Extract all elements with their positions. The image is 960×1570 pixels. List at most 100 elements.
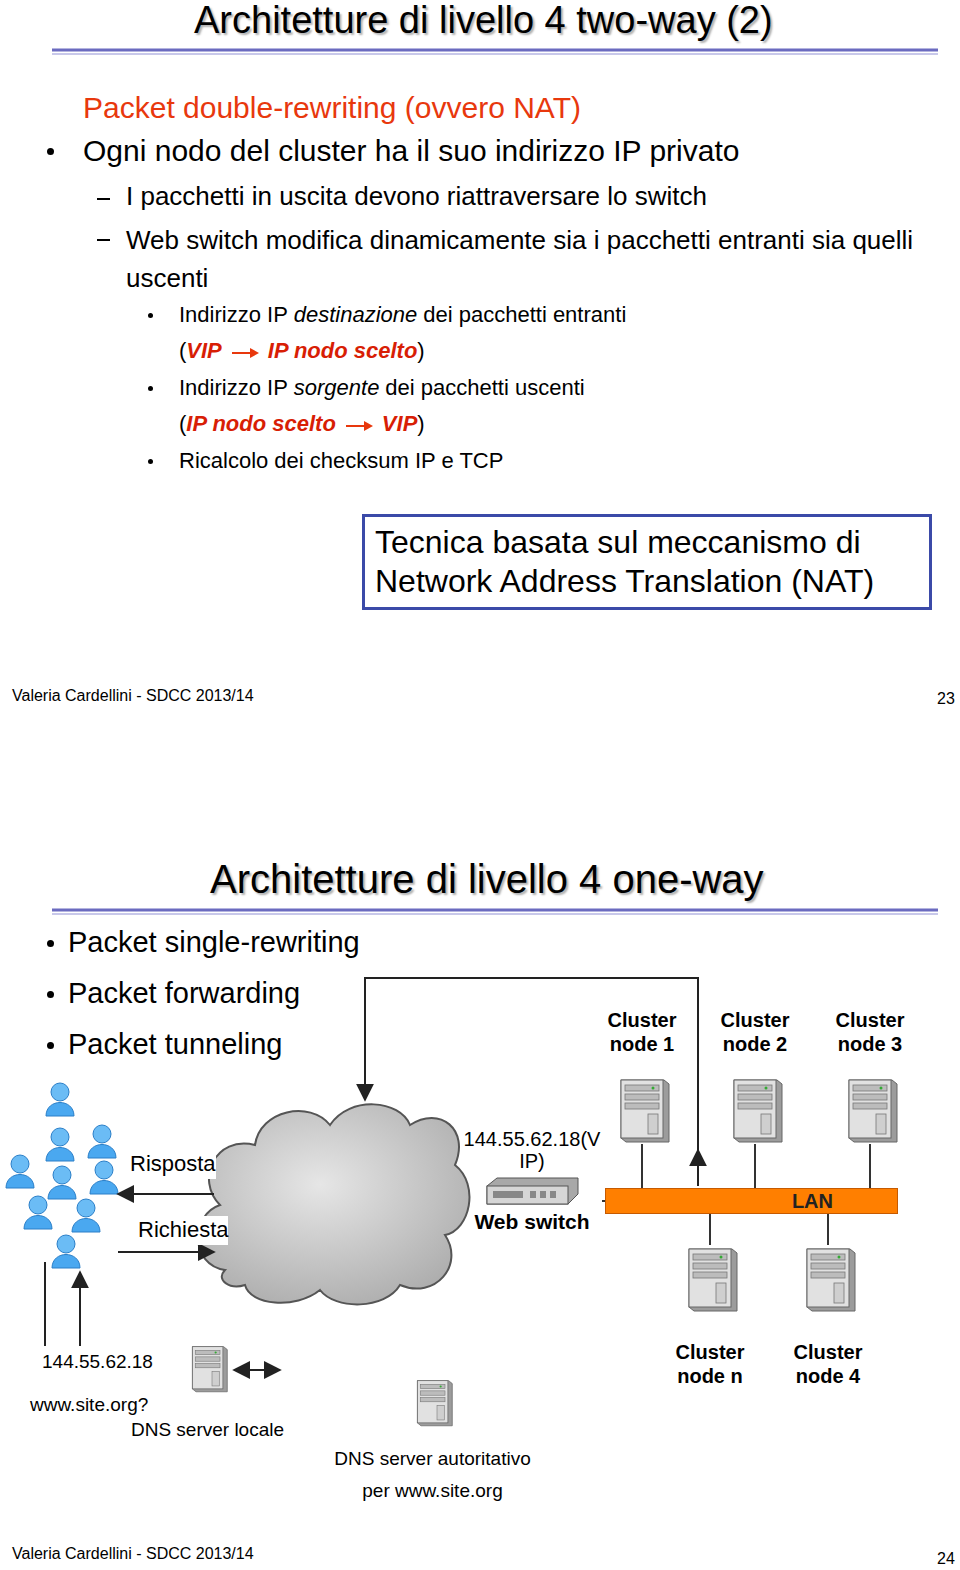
- title-underline: [52, 50, 938, 914]
- label-text: IP nodo scelto: [186, 411, 336, 436]
- label-text: ): [417, 338, 424, 363]
- text-line: (IP nodo scelto VIP): [179, 410, 425, 439]
- flow-arrows: [45, 978, 698, 1370]
- text-line: Web switch modifica dinamicamente sia i …: [126, 221, 916, 298]
- nat-note: Tecnica basata sul meccanismo di Network…: [375, 523, 919, 601]
- server-icon: [843, 1076, 898, 1144]
- text-line: Ogni nodo del cluster ha il suo indirizz…: [83, 131, 739, 170]
- server-label: Cluster node n: [654, 1340, 766, 1388]
- user-head: [29, 1196, 47, 1214]
- text-line: Valeria Cardellini - SDCC 2013/14: [12, 1544, 254, 1565]
- bullet-dot: [47, 940, 54, 947]
- connector: [827, 1214, 829, 1245]
- vip-address: 144.55.62.18(VIP): [462, 1128, 602, 1172]
- bullet-dash: [97, 198, 110, 200]
- user-body: [6, 1175, 34, 1189]
- connector: [754, 1144, 756, 1188]
- switch-icon: [485, 1176, 580, 1206]
- text-line: Architetture di livello 4 two-way (2): [194, 0, 773, 45]
- text-line: Ricalcolo dei checksum IP e TCP: [179, 447, 503, 476]
- text-line: www.site.org?: [30, 1393, 148, 1418]
- label-text: VIP: [382, 411, 417, 436]
- text-line: Indirizzo IPsorgentedei pacchetti uscent…: [179, 374, 585, 403]
- label-text: Valeria Cardellini - SDCC 2013/14: [12, 1545, 254, 1562]
- text-line: Indirizzo IPdestinazionedei pacchetti en…: [179, 301, 626, 330]
- text-line: Valeria Cardellini - SDCC 2013/14: [12, 686, 254, 707]
- label-text: Richiesta: [138, 1217, 228, 1242]
- server-icon: [188, 1336, 228, 1401]
- label-text: Web switch modifica dinamicamente sia i …: [126, 225, 913, 293]
- user-body: [72, 1219, 100, 1233]
- node-srvBot: Cluster node n: [654, 1245, 766, 1388]
- server-label: Cluster node 4: [772, 1340, 884, 1388]
- label-text: Packet single-rewriting: [68, 926, 360, 958]
- user-body: [48, 1186, 76, 1200]
- user-head: [57, 1235, 75, 1253]
- server-icon: [728, 1076, 783, 1144]
- label-text: Ogni nodo del cluster ha il suo indirizz…: [83, 134, 739, 167]
- label-text: VIP: [186, 338, 221, 363]
- client-users: [6, 1083, 118, 1268]
- label-text: (: [179, 411, 186, 436]
- label-text: www.site.org?: [30, 1394, 148, 1415]
- user-head: [95, 1161, 113, 1179]
- user-body: [90, 1181, 118, 1195]
- server-icon-holder: [843, 1076, 898, 1144]
- dns-label: DNS server locale: [110, 1418, 305, 1441]
- server-icon: [801, 1245, 856, 1313]
- internet-cloud: [198, 1104, 469, 1304]
- inline-arrow: [230, 345, 260, 359]
- label-text: ): [417, 411, 424, 436]
- server-icon-holder: [615, 1076, 670, 1144]
- node-srvTop: Cluster node 3: [814, 1008, 926, 1144]
- node-srvBot: Cluster node 4: [772, 1245, 884, 1388]
- user-body: [24, 1216, 52, 1230]
- server-label: Cluster node 2: [699, 1008, 811, 1056]
- connector: [641, 1144, 643, 1188]
- bullet-dot: [47, 991, 54, 998]
- lan-label: LAN: [792, 1190, 833, 1213]
- text-line: Packet single-rewriting: [68, 924, 360, 962]
- label-text: IP nodo scelto: [268, 338, 418, 363]
- node-dnsA: DNS server autoritativo per www.site.org: [325, 1370, 540, 1507]
- bullet-dot: [148, 386, 153, 391]
- bullet-dash: [97, 239, 110, 241]
- label-text: Packet tunneling: [68, 1028, 282, 1060]
- server-label: Cluster node 1: [586, 1008, 698, 1056]
- user-head: [77, 1199, 95, 1217]
- server-label: Cluster node 3: [814, 1008, 926, 1056]
- user-head: [11, 1155, 29, 1173]
- slide-title: Architetture di livello 4 one-way: [210, 857, 764, 901]
- server-icon-holder: [188, 1336, 228, 1401]
- label-text: Risposta: [130, 1151, 216, 1176]
- label-text: 24: [937, 1550, 955, 1567]
- server-icon-holder: [801, 1245, 856, 1313]
- inline-arrow: [344, 418, 374, 432]
- server-icon-holder: [728, 1076, 783, 1144]
- user-head: [51, 1083, 69, 1101]
- label-text: dei pacchetti entranti: [423, 302, 626, 327]
- text-line: Richiesta: [138, 1216, 228, 1245]
- slide-title: Architetture di livello 4 two-way (2): [194, 0, 773, 41]
- text-line: (VIP IP nodo scelto): [179, 337, 425, 366]
- text-line: I pacchetti in uscita devono riattravers…: [126, 180, 707, 214]
- label-text: Packet double-rewriting (ovvero NAT): [83, 91, 581, 124]
- node-lan: LAN: [605, 1188, 898, 1214]
- label-text: Indirizzo IP: [179, 375, 288, 400]
- user-head: [53, 1166, 71, 1184]
- bullet-dot: [148, 313, 153, 318]
- user-head: [93, 1125, 111, 1143]
- switch-label: Web switch: [462, 1210, 602, 1234]
- dns-label: DNS server autoritativo per www.site.org: [325, 1443, 540, 1507]
- label-text: I pacchetti in uscita devono riattravers…: [126, 181, 707, 211]
- label-text: (: [179, 338, 186, 363]
- label-text: sorgente: [294, 375, 380, 400]
- label-text: 23: [937, 690, 955, 707]
- node-box: Tecnica basata sul meccanismo di Network…: [362, 514, 932, 610]
- server-icon: [683, 1245, 738, 1313]
- node-srvTop: Cluster node 1: [586, 1008, 698, 1144]
- text-line: Risposta: [130, 1150, 216, 1179]
- label-text: destinazione: [294, 302, 418, 327]
- bullet-dot: [47, 148, 54, 155]
- label-text: Indirizzo IP: [179, 302, 288, 327]
